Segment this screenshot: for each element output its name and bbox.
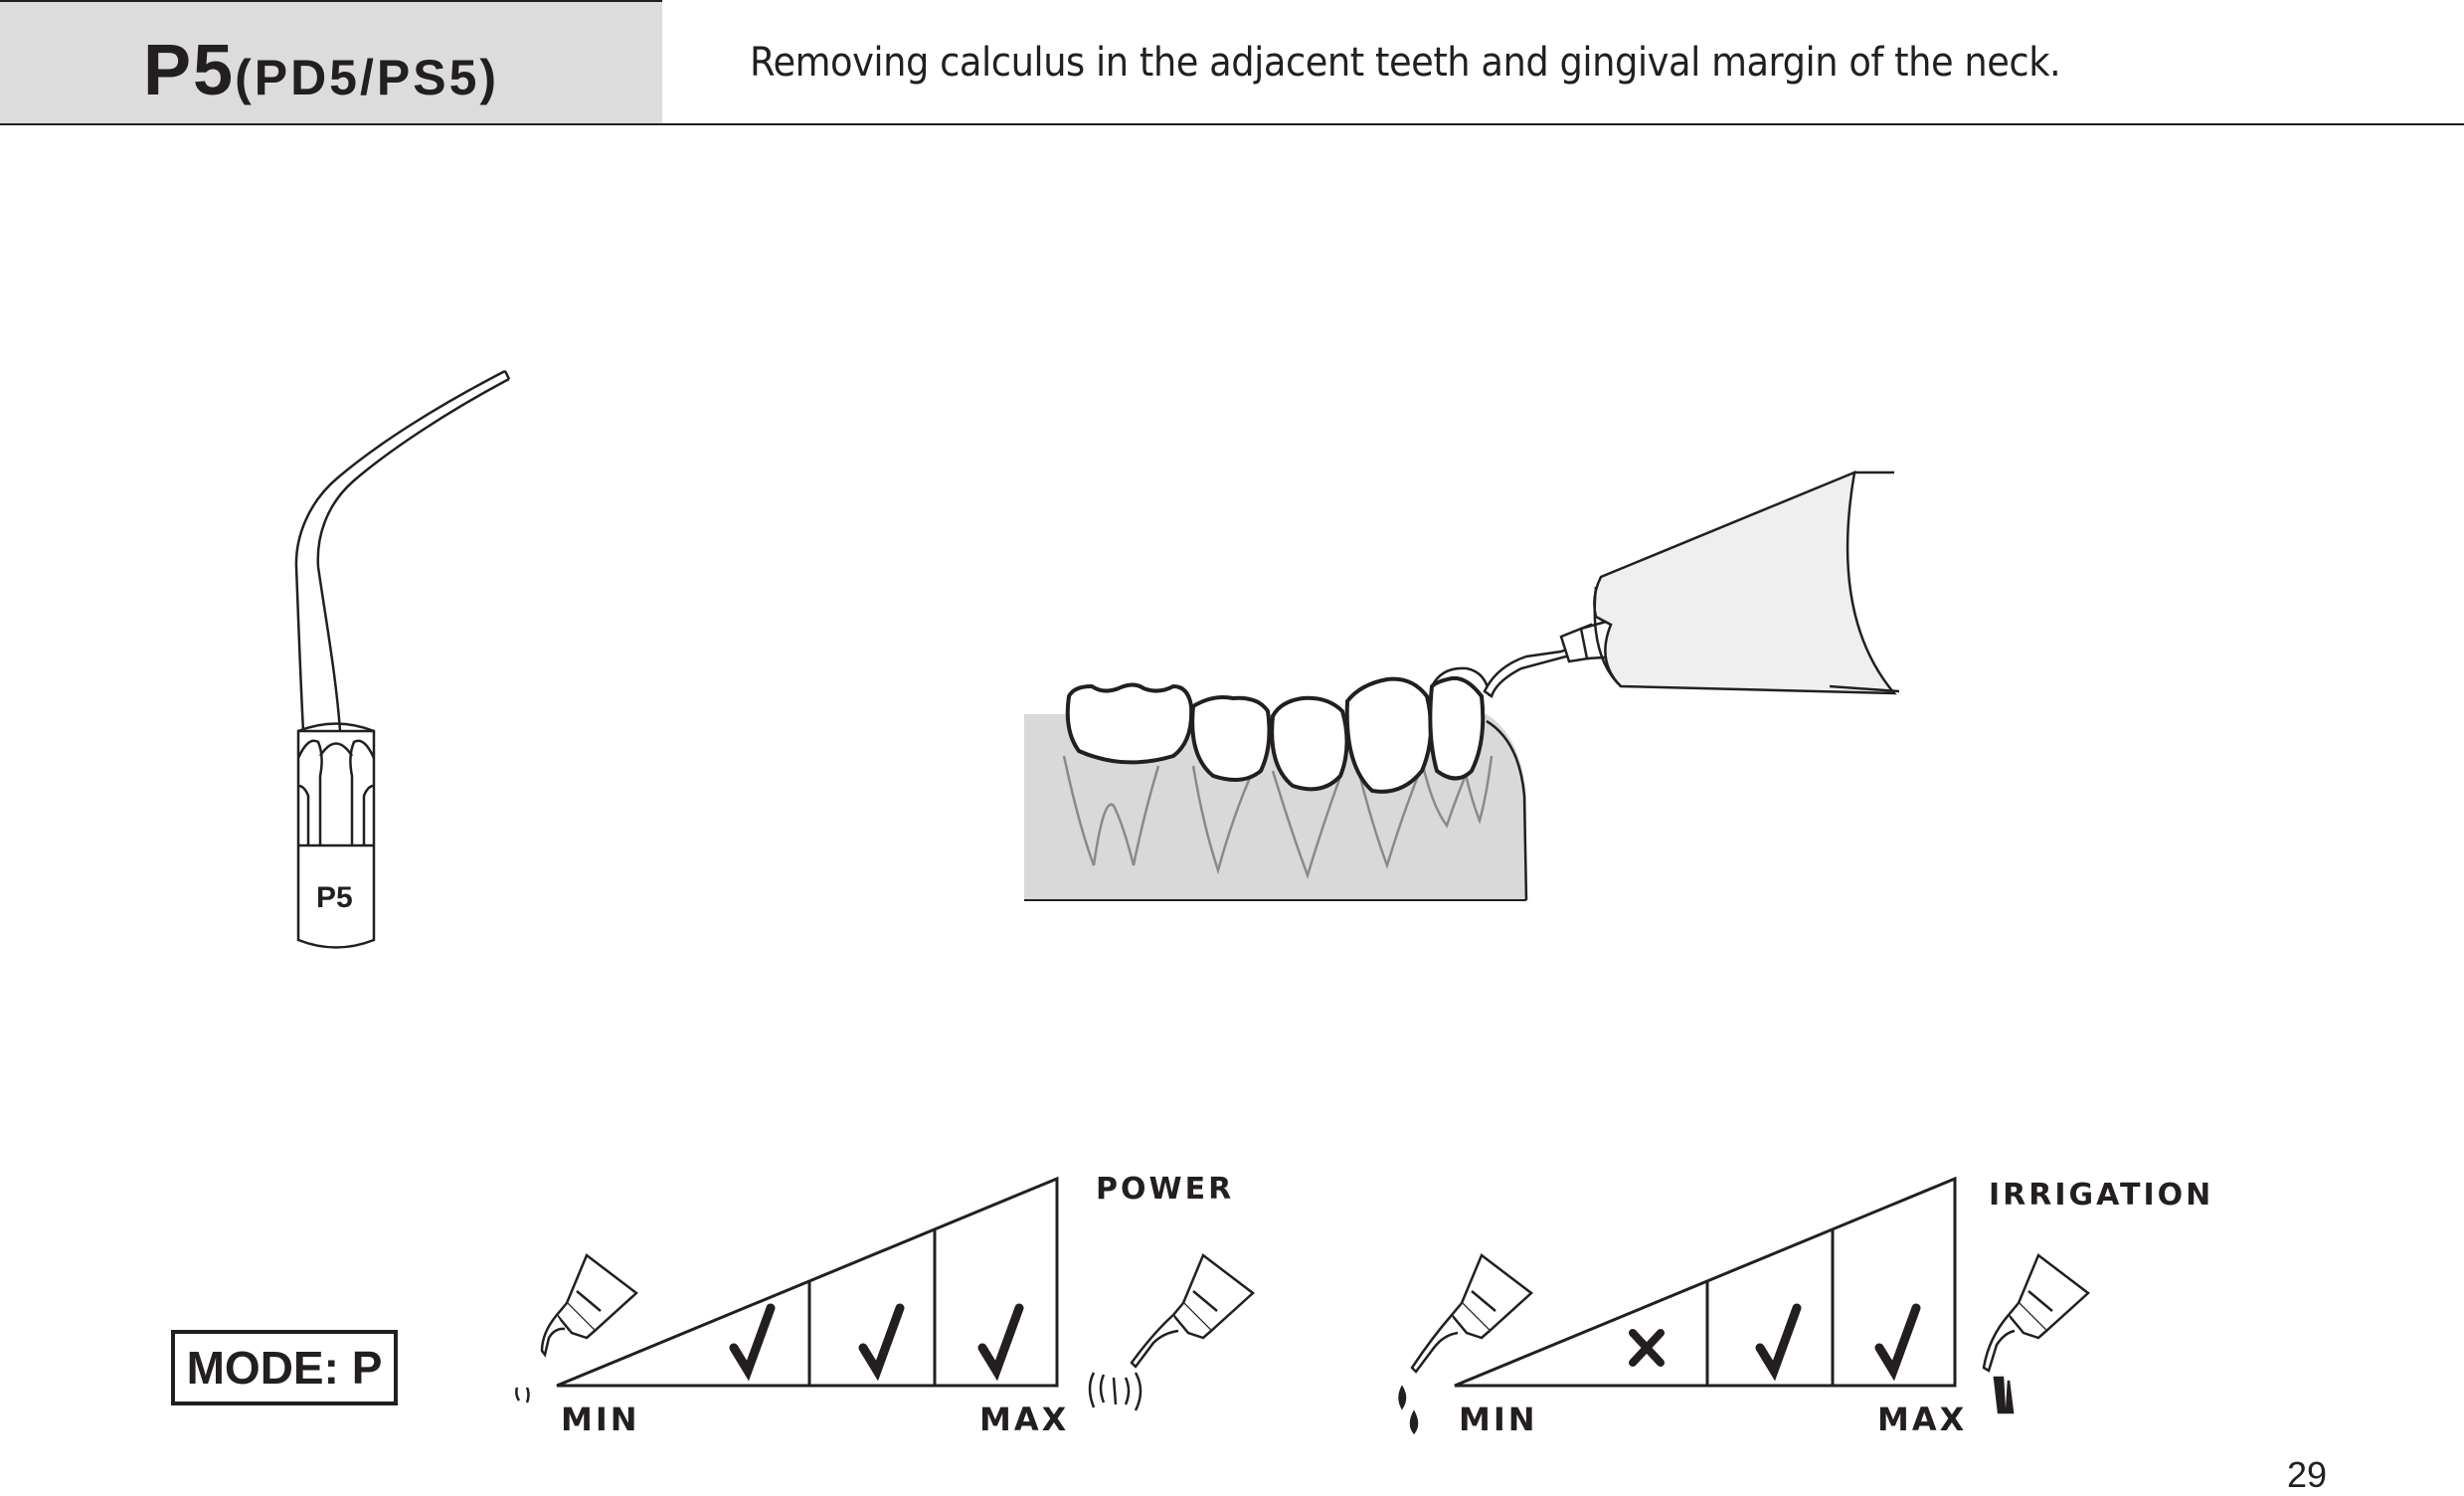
irrigation-level-1-cross-icon [1629,1329,1665,1367]
scaler-tip-illustration [294,369,511,949]
power-min-label: MIN [561,1401,640,1438]
handpiece-low-irrigation-icon [1398,1253,1533,1435]
irrigation-min-label: MIN [1459,1401,1538,1438]
power-level-3-check-icon [977,1303,1024,1382]
irrigation-level-2-check-icon [1755,1303,1802,1382]
header-description: Removing calculus in the adjacent teeth … [750,40,2061,86]
power-title: POWER [1096,1172,1235,1207]
power-max-label: MAX [979,1401,1070,1438]
title-variants: (PD5/PS5) [235,50,500,105]
title-model: P5 [143,31,236,110]
header-title-box: P5(PD5/PS5) [0,0,662,123]
handpiece-high-power-icon [1088,1253,1255,1411]
tip-model-label: P5 [316,881,353,914]
irrigation-max-label: MAX [1877,1401,1968,1438]
page-title: P5(PD5/PS5) [143,30,499,111]
power-gauge [556,1176,1059,1388]
irrigation-level-3-check-icon [1874,1303,1921,1382]
mode-indicator: MODE: P [171,1330,398,1405]
handpiece-low-power-icon [515,1253,638,1403]
power-level-2-check-icon [858,1303,905,1382]
teeth-handpiece-illustration [1024,469,1900,901]
page-number: 29 [2287,1454,2328,1495]
handpiece-high-irrigation-icon [1982,1253,2090,1414]
irrigation-gauge [1454,1176,1957,1388]
power-level-1-check-icon [729,1303,776,1382]
header-divider [0,123,2464,125]
irrigation-title: IRRIGATION [1989,1178,2214,1213]
